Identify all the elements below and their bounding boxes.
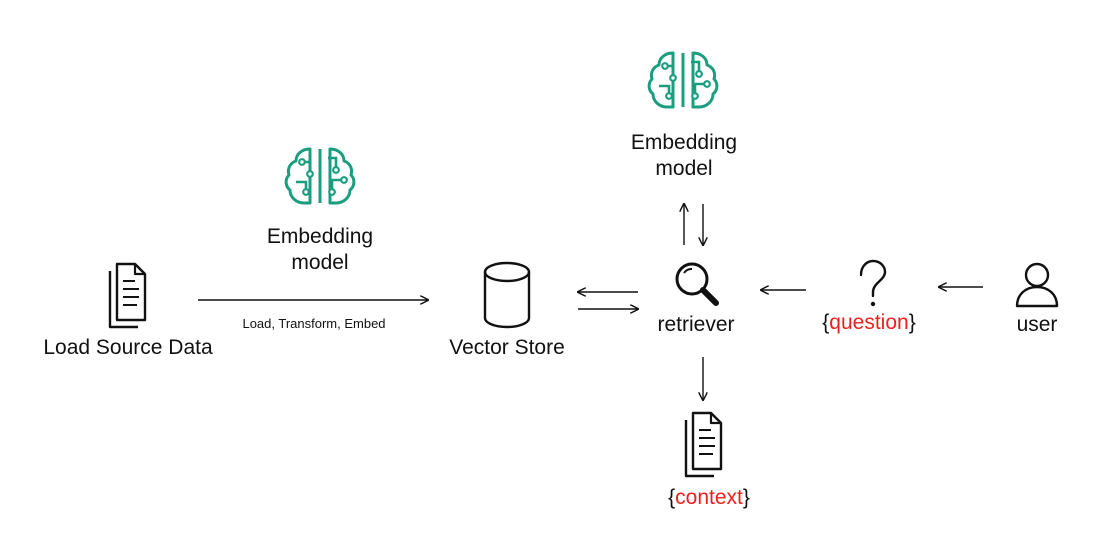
question-brace-open: { — [822, 311, 830, 334]
context-label: {context} — [668, 485, 750, 511]
user-label: user — [1016, 313, 1058, 336]
context-brace-close: } — [742, 486, 750, 509]
question-word: question — [829, 311, 909, 334]
load-edge-label: Load, Transform, Embed — [242, 316, 386, 331]
retriever-label: retriever — [657, 313, 735, 336]
brain-circuit-icon — [284, 147, 356, 205]
question-brace-close: } — [908, 311, 916, 334]
magnifier-icon — [675, 262, 719, 306]
vector-store-label: Vector Store — [449, 336, 565, 359]
context-word: context — [675, 486, 743, 509]
documents-icon — [108, 262, 147, 329]
context-brace-open: { — [668, 486, 676, 509]
embedding-model-top-label: Embedding model — [631, 130, 737, 183]
question-mark-icon — [859, 259, 887, 307]
brain-circuit-icon — [647, 51, 719, 109]
embedding-model-top-line2: model — [655, 157, 713, 181]
question-label: {question} — [822, 310, 915, 336]
embedding-model-left-label: Embedding model — [267, 224, 373, 277]
user-icon — [1015, 262, 1059, 308]
embedding-model-left-line1: Embedding — [266, 225, 374, 248]
documents-icon — [684, 411, 723, 478]
database-cylinder-icon — [483, 261, 531, 329]
embedding-model-left-line2: model — [291, 251, 349, 275]
source-label: Load Source Data — [43, 336, 213, 359]
embedding-model-top-line1: Embedding — [630, 131, 738, 154]
